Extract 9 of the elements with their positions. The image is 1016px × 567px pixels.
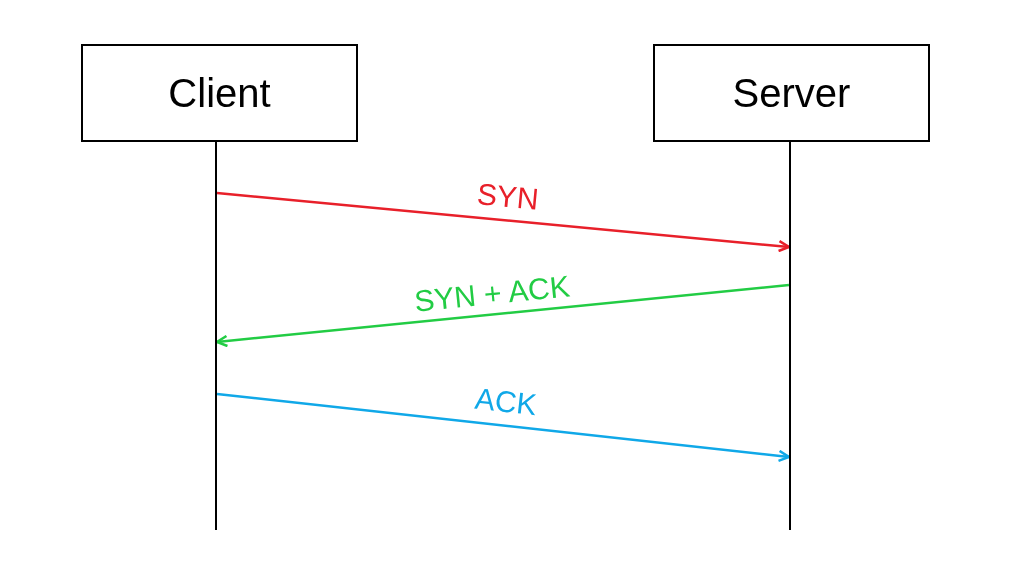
message-arrow (216, 392, 791, 463)
participant-name: Server (732, 70, 851, 116)
message-arrow (215, 283, 790, 348)
lifeline (215, 141, 217, 530)
participant-name: Client (168, 70, 271, 116)
lifeline (789, 141, 791, 530)
message-arrow (216, 191, 791, 253)
participant-box (653, 44, 930, 142)
participant-box (81, 44, 358, 142)
